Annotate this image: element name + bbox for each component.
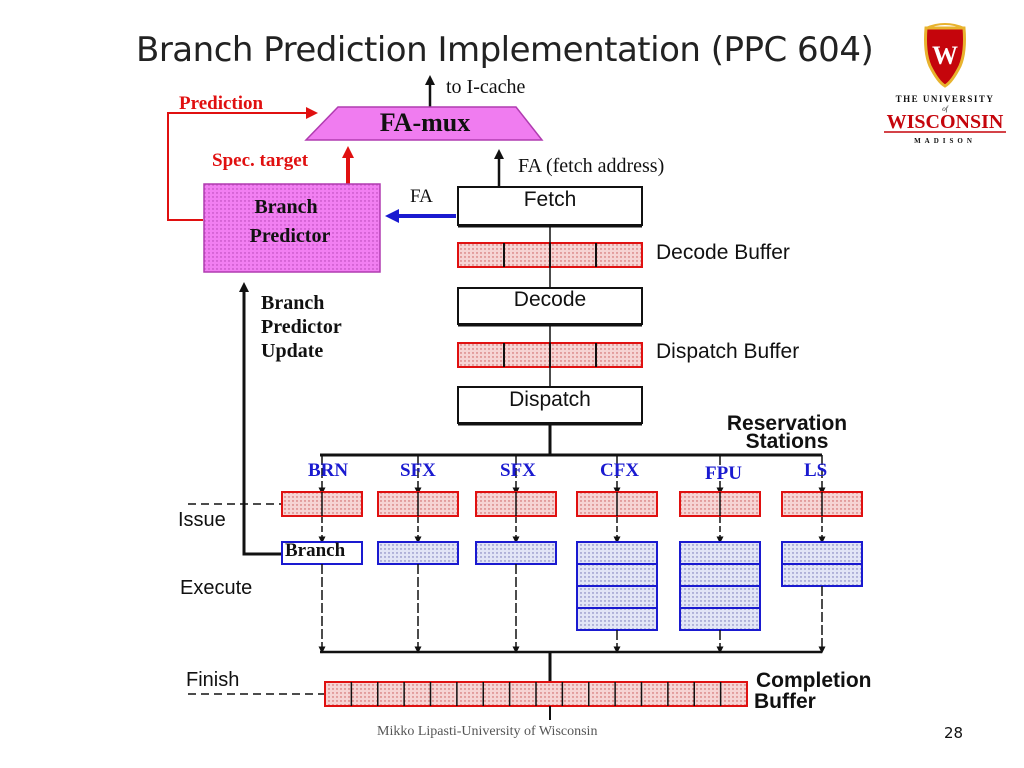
decode-label: Decode (513, 288, 587, 311)
university-logo: W THE UNIVERSITY of WISCONSIN MADISON (884, 23, 1006, 145)
logo-line4: MADISON (914, 137, 976, 145)
reservation-station (475, 491, 557, 517)
fa-fetch-address-label: FA (fetch address) (518, 155, 665, 177)
bp-update-label-1: Branch (261, 292, 325, 314)
decode-buffer-shape (457, 242, 643, 268)
unit-label: SFX (500, 460, 536, 481)
logo-line1: THE UNIVERSITY (896, 94, 995, 104)
bp-update-label-2: Predictor (261, 316, 342, 338)
unit-label: SFX (400, 460, 436, 481)
execute-label: Execute (180, 577, 253, 599)
prediction-arrow (167, 107, 318, 221)
completion-buffer-shape (324, 681, 748, 707)
execution-unit (475, 541, 557, 565)
branch-unit-label: Branch (285, 540, 346, 561)
dispatch-buffer-shape (457, 342, 643, 368)
completion-label-1: Completion (756, 669, 872, 692)
crest-letter: W (932, 41, 958, 70)
finish-label: Finish (186, 669, 240, 691)
reservation-label-2: Stations (745, 430, 829, 453)
dispatch-label: Dispatch (509, 388, 591, 411)
fa-label: FA (410, 186, 433, 207)
spec-target-label: Spec. target (212, 150, 309, 171)
page-number: 28 (944, 724, 964, 742)
reservation-station (377, 491, 459, 517)
footer-text: Mikko Lipasti-University of Wisconsin (377, 724, 598, 739)
execution-unit (576, 541, 658, 631)
execution-unit (781, 541, 863, 587)
bp-update-label-3: Update (261, 340, 324, 362)
completion-label-2: Buffer (754, 690, 816, 713)
branch-predictor-label-1: Branch (254, 196, 318, 218)
branch-predictor-box (203, 183, 381, 273)
execution-unit (377, 541, 459, 565)
reservation-station (679, 491, 761, 517)
reservation-label-1: Reservation (726, 412, 848, 435)
fetch-label: Fetch (523, 188, 577, 211)
crest-icon: W (924, 23, 966, 88)
fa-mux-label: FA-mux (379, 108, 471, 137)
logo-line2: of (942, 105, 949, 113)
decode-buffer-label: Decode Buffer (656, 241, 790, 264)
unit-label: FPU (705, 463, 742, 484)
dispatch-box (457, 386, 643, 424)
unit-label: BRN (308, 460, 349, 481)
slide-title: Branch Prediction Implementation (PPC 60… (136, 30, 874, 70)
execution-unit (679, 541, 761, 631)
decode-box (457, 287, 643, 325)
branch-predictor-label-2: Predictor (249, 225, 331, 247)
reservation-station (781, 491, 863, 517)
unit-label: CFX (600, 460, 640, 481)
reservation-station (576, 491, 658, 517)
issue-label: Issue (178, 509, 226, 531)
bp-update-arrow (239, 282, 282, 556)
unit-label: LS (804, 460, 828, 481)
to-icache-label: to I-cache (446, 76, 526, 98)
reservation-station (281, 491, 363, 517)
logo-line3: WISCONSIN (887, 111, 1004, 133)
dispatch-buffer-label: Dispatch Buffer (656, 340, 800, 363)
prediction-label: Prediction (179, 93, 264, 114)
fa-mux-shape (304, 106, 544, 141)
